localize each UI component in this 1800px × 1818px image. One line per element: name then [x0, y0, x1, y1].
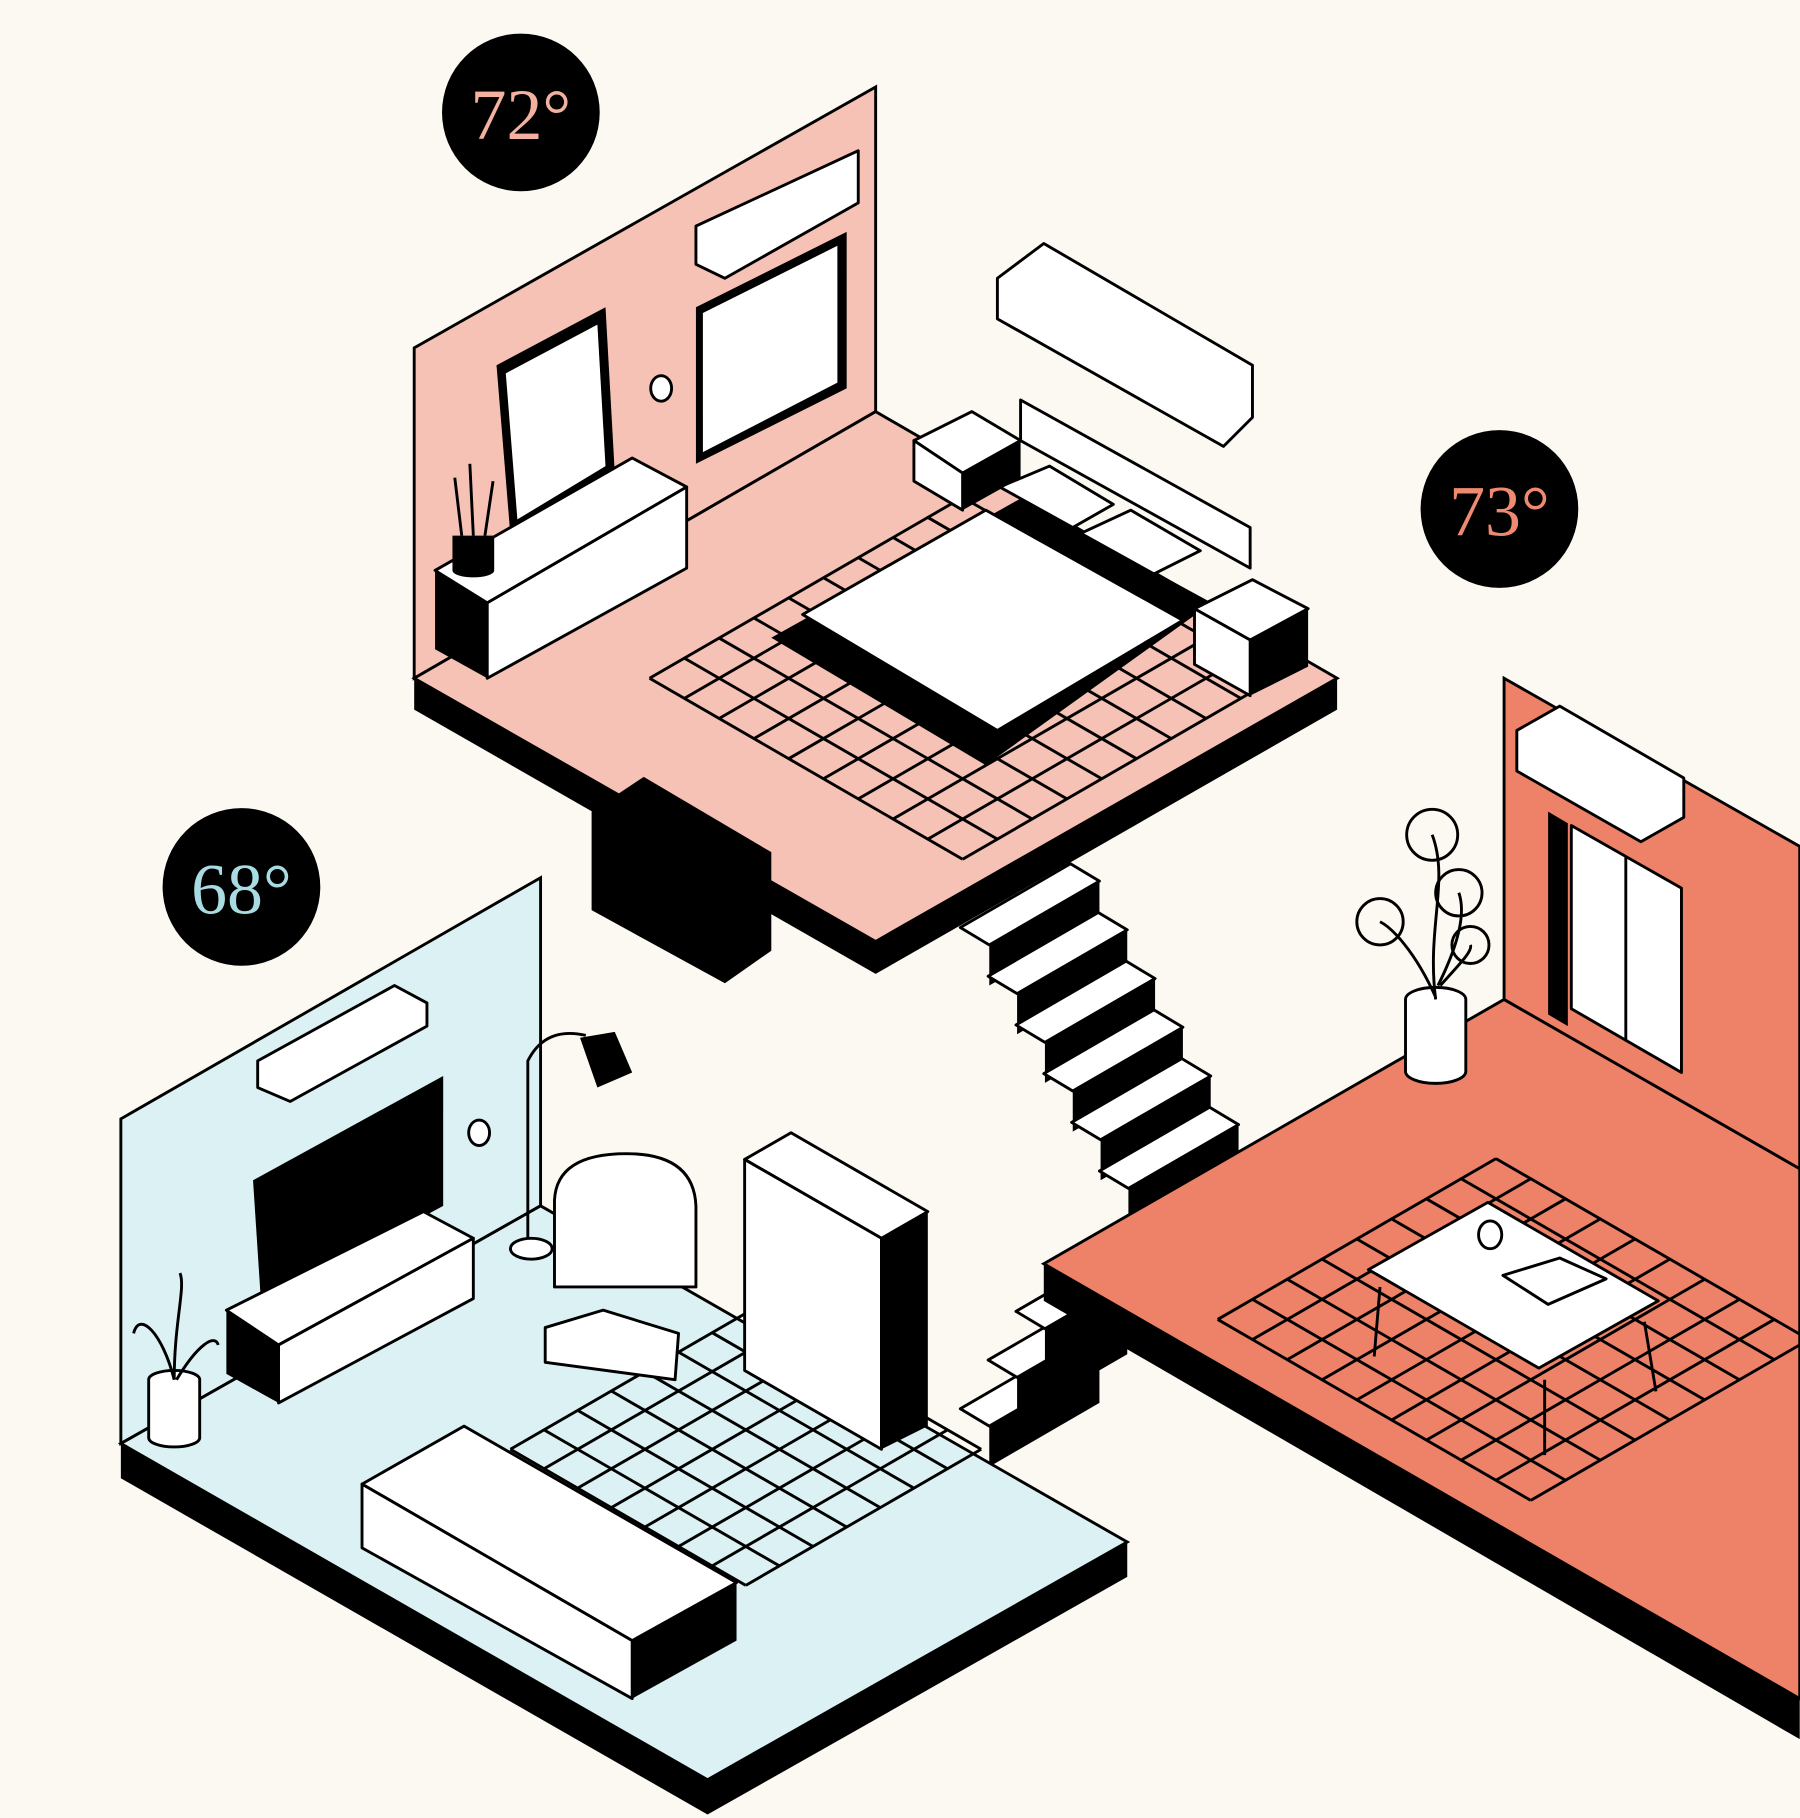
- bedroom-ac-unit: [694, 149, 860, 280]
- rug-line: [711, 1428, 949, 1568]
- temperature-badge-bedroom: 72°: [442, 33, 600, 192]
- stair-tread: [1042, 1008, 1185, 1093]
- pillow: [1079, 508, 1202, 576]
- rug-line: [961, 677, 1277, 861]
- pillow: [998, 464, 1115, 529]
- kitchen-room: [1040, 675, 1800, 1740]
- rug-line: [648, 496, 964, 680]
- temperature-kitchen: 73°: [1449, 472, 1550, 552]
- stair-riser: [1017, 1313, 1128, 1418]
- wall-shelf: [995, 242, 1254, 448]
- rug-line: [745, 1448, 982, 1587]
- living-slab: [120, 1443, 1128, 1815]
- rug-line: [644, 1370, 882, 1509]
- rug-line: [1321, 1257, 1636, 1442]
- rug-line: [610, 1389, 848, 1529]
- rug-line: [1495, 1157, 1800, 1337]
- kitchen-door-frame: [1548, 811, 1568, 1027]
- rug-line: [718, 636, 1033, 821]
- kitchen-slab: [1043, 1263, 1800, 1740]
- rug-line: [576, 1409, 814, 1548]
- tv-stand: [224, 1210, 475, 1405]
- open-book: [1501, 1256, 1608, 1306]
- plant-kitchen: [1355, 807, 1491, 1085]
- rug-line: [1530, 1343, 1800, 1502]
- rug-line: [509, 1312, 747, 1451]
- living-ac-unit: [256, 984, 429, 1103]
- rug-line: [892, 636, 1207, 821]
- temperature-living-room: 68°: [191, 850, 292, 930]
- tv: [253, 1075, 444, 1305]
- rug-line: [1216, 1318, 1532, 1502]
- rug-line: [1286, 1277, 1602, 1462]
- stairs-upper: [958, 862, 1241, 1230]
- living-room: [117, 875, 1131, 1815]
- bookshelf: [743, 1131, 930, 1451]
- floor-lamp: [508, 1031, 633, 1261]
- bedroom-room: [411, 84, 1341, 984]
- nightstand-left: [912, 410, 1023, 512]
- dresser: [433, 456, 689, 680]
- rug-line: [927, 656, 1242, 841]
- plant-living: [132, 1272, 220, 1449]
- radiator-unit: [591, 776, 772, 984]
- kitchen-rug: [1216, 1157, 1800, 1502]
- temperature-bedroom: 72°: [471, 75, 572, 155]
- temperature-badge-kitchen: 73°: [1420, 430, 1579, 588]
- bed: [771, 398, 1252, 766]
- rug-line: [509, 1448, 747, 1587]
- rug-line: [543, 1331, 781, 1470]
- stair-riser: [989, 1362, 1100, 1467]
- thermostat-living: [467, 1118, 492, 1147]
- window: [702, 245, 838, 453]
- dining-table: [1366, 1200, 1660, 1456]
- kitchen-ac-unit: [1515, 704, 1686, 844]
- rug-line: [1251, 1298, 1567, 1482]
- rug-line: [1460, 1177, 1775, 1361]
- coffee-mug: [1477, 1219, 1504, 1251]
- rug-line: [543, 1428, 781, 1568]
- sofa: [360, 1424, 738, 1701]
- armchair: [543, 1152, 698, 1382]
- rug-line: [648, 677, 964, 861]
- headboard: [1019, 398, 1252, 570]
- thermostat: [649, 374, 674, 403]
- rug-line: [677, 1350, 915, 1490]
- plant-bedroom: [452, 463, 495, 578]
- rug-line: [683, 656, 999, 841]
- temperature-badge-living-room: 68°: [162, 808, 321, 966]
- mattress: [801, 508, 1185, 732]
